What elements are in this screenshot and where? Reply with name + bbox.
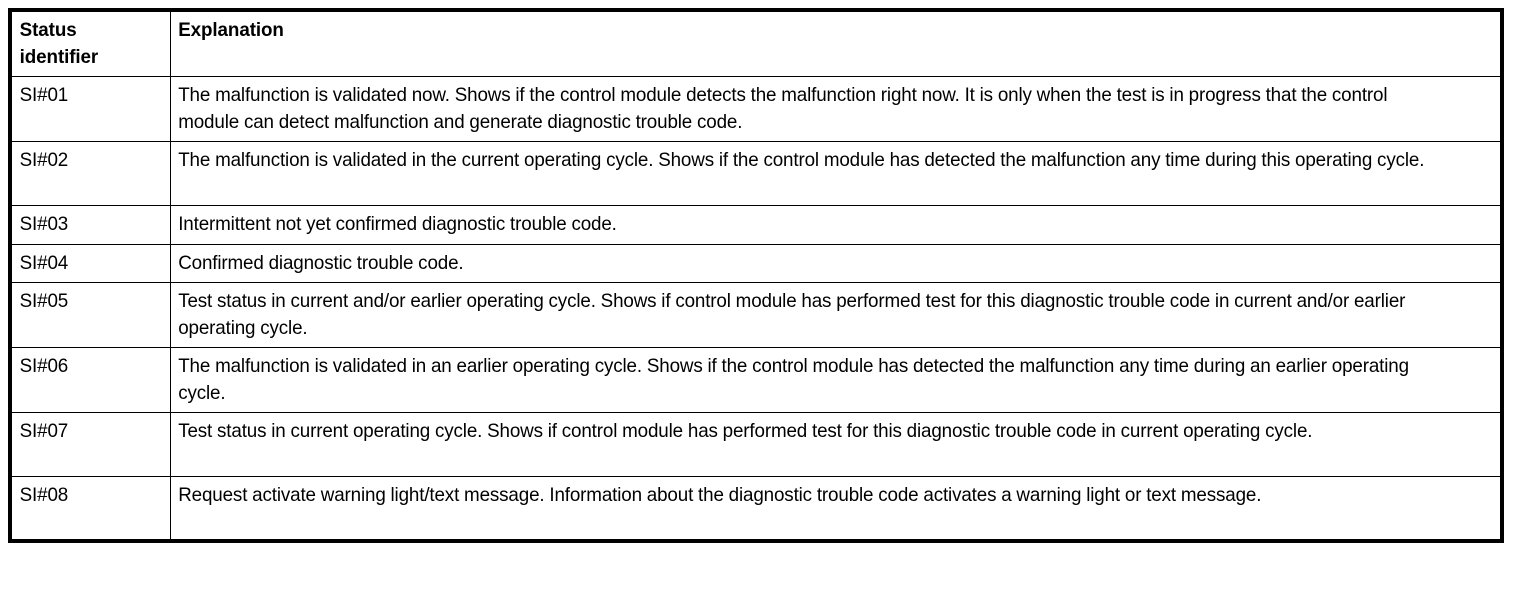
table-row: SI#05 Test status in current and/or earl… (9, 282, 1502, 348)
table-body: SI#01 The malfunction is validated now. … (9, 76, 1502, 541)
cell-status-identifier: SI#03 (9, 205, 166, 245)
cell-explanation: The malfunction is validated in the curr… (169, 141, 1456, 206)
column-header-explanation: Explanation (169, 9, 1456, 77)
table-row: SI#03 Intermittent not yet confirmed dia… (9, 205, 1502, 245)
table-row: SI#06 The malfunction is validated in an… (9, 347, 1502, 413)
cell-explanation: The malfunction is validated now. Shows … (169, 76, 1456, 142)
table-header-row: Status identifier Explanation (9, 9, 1502, 77)
table-row: SI#01 The malfunction is validated now. … (9, 76, 1502, 142)
cell-status-identifier: SI#04 (9, 243, 166, 283)
status-identifier-table: Status identifier Explanation SI#01 The … (8, 8, 1504, 543)
cell-explanation: Test status in current and/or earlier op… (169, 282, 1456, 348)
cell-status-identifier: SI#05 (9, 282, 166, 348)
cell-status-identifier: SI#08 (9, 476, 166, 541)
cell-explanation: Test status in current operating cycle. … (169, 412, 1456, 477)
table-row: SI#04 Confirmed diagnostic trouble code. (9, 243, 1502, 283)
table-row: SI#08 Request activate warning light/tex… (9, 476, 1502, 541)
cell-status-identifier: SI#01 (9, 76, 166, 142)
cell-explanation: Confirmed diagnostic trouble code. (169, 243, 1456, 283)
table-header: Status identifier Explanation (9, 9, 1502, 77)
cell-explanation: Intermittent not yet confirmed diagnosti… (169, 205, 1456, 245)
table-row: SI#02 The malfunction is validated in th… (9, 141, 1502, 206)
column-header-status-identifier-line1: Status (19, 19, 77, 41)
cell-status-identifier: SI#07 (9, 412, 166, 477)
column-header-status-identifier-line2: identifier (19, 45, 99, 68)
column-header-status-identifier: Status identifier (9, 9, 166, 77)
cell-status-identifier: SI#06 (9, 347, 166, 413)
cell-explanation: Request activate warning light/text mess… (169, 476, 1456, 541)
cell-explanation: The malfunction is validated in an earli… (169, 347, 1456, 413)
table-row: SI#07 Test status in current operating c… (9, 412, 1502, 477)
cell-status-identifier: SI#02 (9, 141, 166, 206)
